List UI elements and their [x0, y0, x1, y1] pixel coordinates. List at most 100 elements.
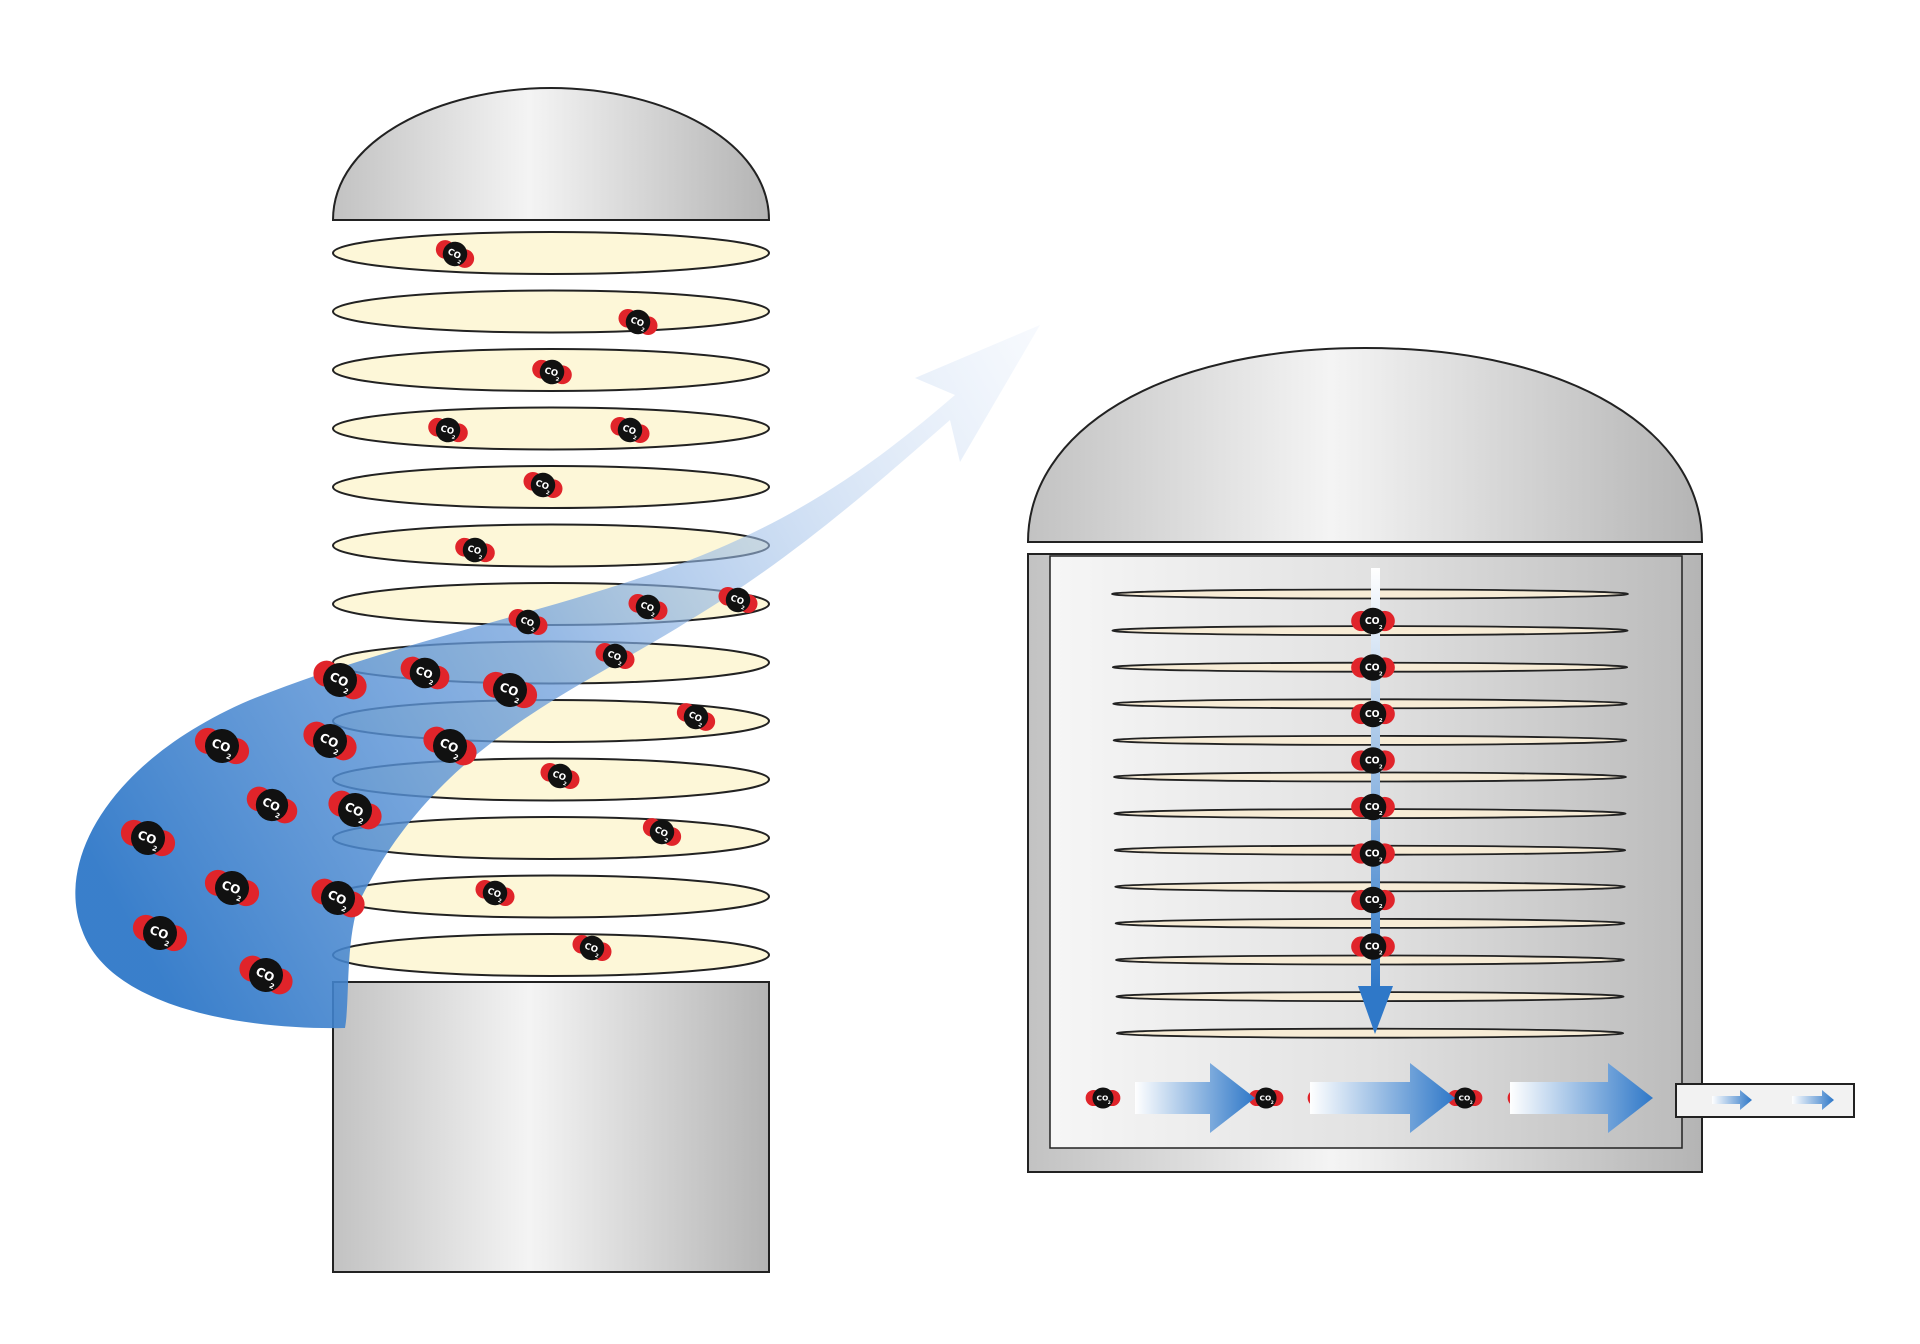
co2-molecule: CO2: [532, 359, 572, 385]
co2-molecule: CO2: [239, 955, 293, 995]
carbon-atom: [433, 729, 467, 763]
co2-molecule: CO2: [572, 934, 612, 962]
molecule-subscript: 2: [697, 722, 703, 729]
carbon-atom: [313, 724, 347, 758]
carbon-atom: [1359, 654, 1387, 681]
left-tray: [332, 231, 770, 275]
co2-molecule: CO2: [311, 878, 365, 918]
molecule-label: CO: [1458, 1093, 1470, 1102]
carbon-atom: [482, 880, 508, 906]
molecule-label: CO: [498, 680, 521, 700]
co2-molecule: CO2: [435, 240, 475, 268]
co2-molecule: CO2: [423, 726, 477, 766]
carbon-atom: [1359, 607, 1387, 635]
co2-molecule: CO2: [475, 879, 515, 907]
left-tray: [332, 406, 770, 451]
carbon-atom: [435, 417, 461, 443]
bottom-horizontal-flow: [1135, 1063, 1653, 1133]
molecule-label: CO: [583, 942, 599, 956]
carbon-atom: [323, 663, 357, 697]
molecule-subscript: 2: [342, 687, 350, 696]
molecule-label: CO: [148, 923, 171, 943]
molecule-subscript: 2: [456, 259, 462, 266]
carbon-atom: [1359, 933, 1387, 960]
carbon-atom: [205, 729, 239, 763]
co2-molecule: CO2: [540, 762, 580, 790]
bottom-chevron-2: [1310, 1063, 1455, 1133]
carbon-atom: [1359, 793, 1387, 821]
carbon-atom: [547, 763, 573, 789]
molecule-subscript: 2: [1108, 1100, 1111, 1106]
co2-molecule: CO2: [523, 471, 563, 499]
carbon-atom: [255, 788, 289, 822]
co2-molecule: CO2: [628, 593, 668, 621]
molecule-subscript: 2: [663, 837, 669, 844]
vertical-flow-arrow: [1358, 568, 1393, 1034]
carbon-atom: [442, 241, 468, 267]
carbon-atom: [649, 819, 675, 845]
molecule-subscript: 2: [594, 953, 600, 960]
molecule-subscript: 2: [1379, 857, 1383, 863]
bottom-chevron-3: [1510, 1063, 1653, 1133]
carbon-atom: [725, 587, 751, 613]
left-tray: [332, 933, 770, 977]
carbon-atom: [515, 609, 541, 635]
molecule-label: CO: [729, 594, 745, 608]
molecule-label: CO: [210, 736, 233, 756]
molecule-label: CO: [1365, 942, 1380, 953]
molecule-subscript: 2: [225, 752, 232, 761]
molecule-subscript: 2: [451, 434, 456, 441]
molecule-label: CO: [1365, 663, 1380, 674]
molecule-subscript: 2: [332, 748, 340, 757]
molecule-label: CO: [1096, 1093, 1108, 1102]
molecule-label: CO: [1365, 802, 1380, 813]
molecule-subscript: 2: [1379, 718, 1383, 724]
carbon-atom: [338, 793, 372, 827]
carbon-atom: [617, 417, 643, 443]
flow-swoosh: [75, 325, 1040, 1029]
bottom-chevron-1: [1135, 1063, 1255, 1133]
carbon-atom: [131, 821, 165, 855]
molecule-subscript: 2: [497, 898, 503, 905]
co2-molecule: CO2: [482, 671, 538, 709]
carbon-atom: [143, 916, 177, 950]
co2-molecule: CO2: [120, 819, 176, 857]
carbon-atom: [1255, 1087, 1277, 1109]
co2-molecule: CO2: [718, 586, 758, 614]
left-base-cylinder: [332, 981, 770, 1273]
molecule-subscript: 2: [650, 612, 656, 619]
co2-molecule: CO2: [313, 660, 367, 700]
right-tray: [1115, 1027, 1625, 1039]
co2-molecule: CO2: [428, 417, 468, 443]
molecule-subscript: 2: [274, 811, 282, 820]
co2-molecule: CO2: [1447, 1087, 1483, 1109]
right-trays: [1111, 588, 1629, 1039]
left-tray: [332, 874, 770, 919]
co2-molecule: CO2: [303, 721, 357, 761]
co2-molecule: CO2: [246, 786, 298, 824]
vertical-arrow-shaft: [1371, 568, 1380, 988]
molecule-subscript: 2: [478, 554, 483, 561]
right-dome-cap: [1026, 346, 1704, 543]
co2-molecule: CO2: [1351, 933, 1395, 960]
molecule-subscript: 2: [1379, 764, 1383, 770]
carbon-atom: [1092, 1087, 1114, 1109]
co2-molecule: CO2: [1248, 1087, 1284, 1109]
co2-molecule: CO2: [1351, 654, 1395, 681]
carbon-atom: [625, 309, 651, 335]
molecule-subscript: 2: [452, 753, 460, 762]
co2-molecule: CO2: [1351, 700, 1395, 728]
molecule-label: CO: [606, 650, 622, 664]
molecule-label: CO: [629, 316, 645, 330]
carbon-atom: [1359, 747, 1387, 774]
molecule-subscript: 2: [617, 661, 623, 668]
co2-molecule: CO2: [610, 416, 650, 444]
molecule-subscript: 2: [340, 905, 348, 914]
molecule-subscript: 2: [562, 781, 568, 788]
molecule-subscript: 2: [632, 435, 638, 442]
molecule-label: CO: [551, 770, 567, 784]
carbon-atom: [683, 704, 709, 730]
molecule-label: CO: [466, 544, 482, 557]
molecule-subscript: 2: [555, 376, 560, 383]
molecule-label: CO: [439, 424, 455, 437]
